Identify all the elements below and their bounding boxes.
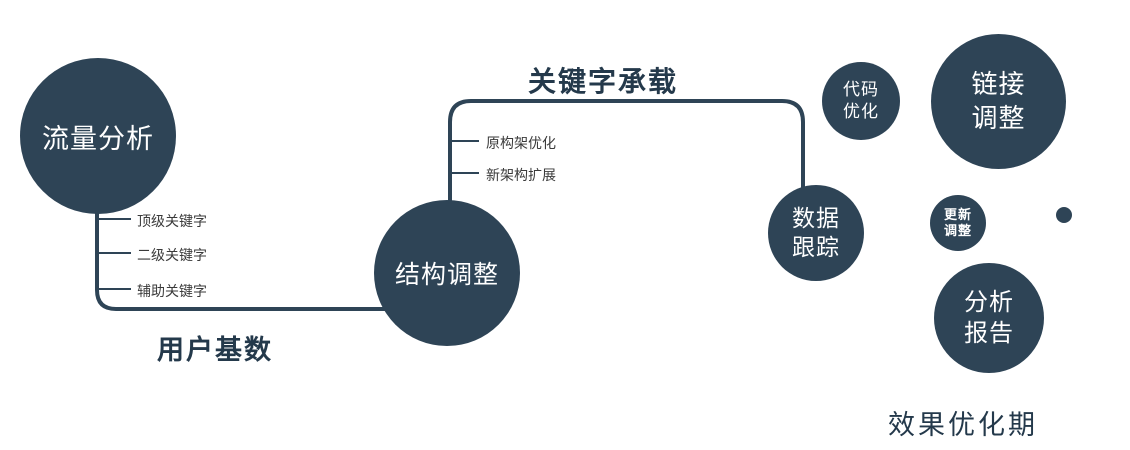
node-label: 流量分析	[42, 123, 154, 154]
node-code-optimization: 代码 优化	[822, 62, 900, 140]
stage-label-effect-optimization: 效果优化期	[888, 410, 1038, 440]
node-label-line2: 跟踪	[792, 234, 840, 260]
node-analysis-report: 分析 报告	[934, 263, 1044, 373]
node-label-line1: 分析	[964, 288, 1014, 316]
node-label-line1: 数据	[792, 205, 840, 232]
edge-traffic-to-structure	[95, 175, 400, 311]
node-update-adjustment: 更新 调整	[930, 195, 986, 251]
node-label-line2: 优化	[843, 102, 879, 121]
node-label: 结构调整	[394, 261, 499, 289]
branch-label-secondary-keyword: 二级关键字	[137, 247, 207, 263]
node-label-line2: 调整	[971, 102, 1026, 133]
edge-structure-to-tracking	[448, 99, 805, 215]
node-traffic-analysis: 流量分析	[20, 58, 176, 214]
branch-label-original-architecture: 原构架优化	[486, 135, 556, 151]
branch-label-new-architecture: 新架构扩展	[486, 167, 556, 183]
edge-label-keyword-carrying: 关键字承载	[528, 66, 679, 97]
edge-label-user-base: 用户基数	[157, 335, 273, 365]
node-link-adjustment: 链接 调整	[931, 34, 1066, 169]
node-label-line1: 更新	[943, 206, 972, 222]
node-label-line2: 报告	[964, 320, 1014, 347]
node-label-line1: 代码	[843, 79, 879, 99]
branch-label-top-keyword: 顶级关键字	[137, 213, 207, 229]
node-structure-adjustment: 结构调整	[374, 200, 520, 346]
branch-label-auxiliary-keyword: 辅助关键字	[137, 283, 207, 299]
node-data-tracking: 数据 跟踪	[768, 185, 864, 281]
node-label-line1: 链接	[971, 68, 1026, 99]
node-label-line2: 调整	[943, 223, 972, 238]
bullet-dot	[1056, 207, 1072, 223]
